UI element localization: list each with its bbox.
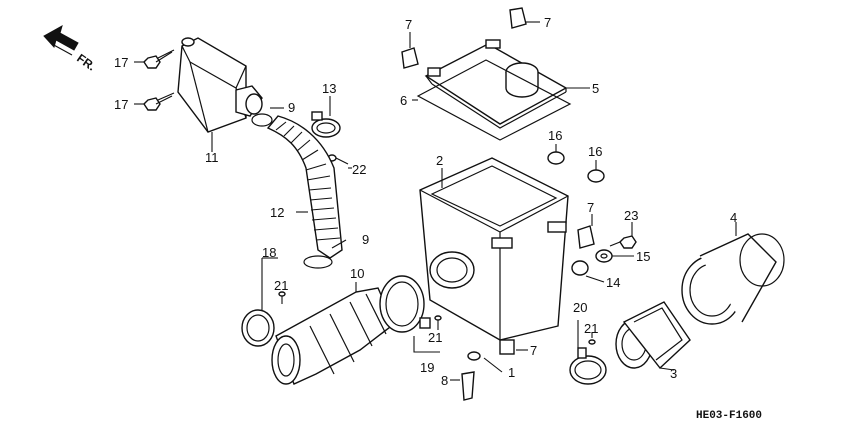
hose-band-19 [379, 275, 440, 353]
callout-8: 8 [441, 373, 448, 388]
callout-1: 1 [508, 365, 515, 380]
grommet-16-left [547, 144, 565, 165]
callout-22: 22 [352, 162, 366, 177]
hose-band-18 [241, 257, 278, 347]
clip-7-drain [499, 339, 528, 355]
callout-20: 20 [573, 300, 587, 315]
callout-16-right: 16 [588, 144, 602, 159]
callout-14: 14 [606, 275, 620, 290]
callout-21-left: 21 [274, 278, 288, 293]
bolt-23 [609, 222, 637, 249]
hose-clip-9-upper [251, 107, 284, 127]
resonator-chamber [177, 37, 263, 152]
filter-holder-3 [615, 301, 691, 371]
air-cleaner-case-2 [419, 157, 569, 341]
callout-9-upper: 9 [288, 100, 295, 115]
front-label: FR. [74, 51, 98, 74]
callout-10: 10 [350, 266, 364, 281]
callout-13: 13 [322, 81, 336, 96]
callout-4: 4 [730, 210, 737, 225]
callout-5: 5 [592, 81, 599, 96]
hose-clip-9-lower [303, 239, 347, 269]
bolt-17-lower [134, 92, 175, 111]
callout-7-right: 7 [544, 15, 551, 30]
callout-17-lower: 17 [114, 97, 128, 112]
screw-21-center [434, 315, 442, 330]
air-filter-element-4 [681, 222, 785, 325]
air-cleaner-cover-5 [424, 39, 590, 129]
screw-21-right [588, 332, 596, 345]
cover-gasket-6 [412, 59, 572, 141]
drain-tube-8 [450, 371, 475, 401]
hose-band-20 [569, 320, 607, 385]
intake-boot-10 [271, 282, 395, 385]
grommet-16-right [587, 160, 605, 183]
callout-18: 18 [262, 245, 276, 260]
callout-9-lower: 9 [362, 232, 369, 247]
callout-12: 12 [270, 205, 284, 220]
callout-21-right: 21 [584, 321, 598, 336]
callout-7-left: 7 [405, 17, 412, 32]
bolt-17-upper [134, 49, 175, 69]
callout-21-center: 21 [428, 330, 442, 345]
callout-2: 2 [436, 153, 443, 168]
diagram-reference-code: HE03-F1600 [696, 410, 762, 422]
screw-21-left [278, 291, 286, 304]
callout-7-drain: 7 [530, 343, 537, 358]
callout-6: 6 [400, 93, 407, 108]
callout-3: 3 [670, 366, 677, 381]
clip-7-case [577, 214, 595, 249]
drain-plug-1 [467, 351, 503, 373]
callout-19: 19 [420, 360, 434, 375]
callout-7-case: 7 [587, 200, 594, 215]
front-direction-arrow-icon [43, 24, 79, 56]
callout-23: 23 [624, 208, 638, 223]
callout-17-upper: 17 [114, 55, 128, 70]
clip-7-cover-right [509, 7, 540, 29]
callout-16-left: 16 [548, 128, 562, 143]
hose-band-13 [311, 96, 341, 138]
grommet-14 [571, 260, 605, 283]
air-hose-12 [266, 115, 343, 259]
callout-15: 15 [636, 249, 650, 264]
collar-15 [595, 249, 634, 263]
callout-11: 11 [205, 150, 219, 165]
clip-7-cover-left [401, 32, 419, 69]
